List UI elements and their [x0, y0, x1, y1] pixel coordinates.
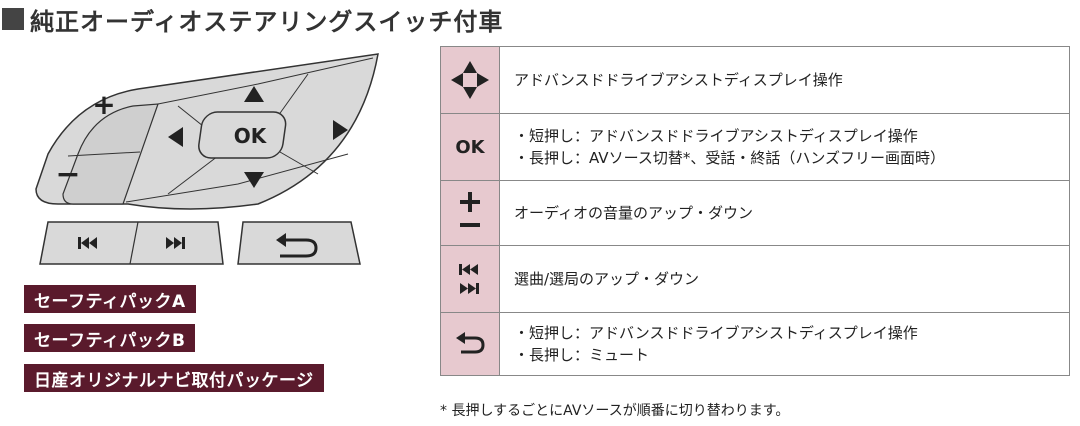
- badge-safety-pack-a: セーフティパックA: [24, 285, 196, 313]
- row-description: ・短押し：アドバンスドドライブアシストディスプレイ操作 ・長押し：AVソース切替…: [500, 114, 1069, 180]
- function-table: アドバンスドドライブアシストディスプレイ操作 OK ・短押し：アドバンスドドライ…: [440, 46, 1070, 376]
- prev-track-icon: [78, 237, 97, 249]
- row-description: 選曲/選局のアップ・ダウン: [500, 246, 1069, 312]
- up-arrow-icon: [244, 86, 264, 102]
- left-arrow-icon: [168, 127, 183, 147]
- ok-icon: OK: [441, 114, 500, 180]
- title-text: 純正オーディオステアリングスイッチ付車: [30, 7, 504, 36]
- ok-button-shape: [198, 111, 287, 159]
- description-line: ・短押し：アドバンスドドライブアシストディスプレイ操作: [514, 324, 918, 342]
- ok-button-label: OK: [234, 124, 268, 148]
- table-row: オーディオの音量のアップ・ダウン: [441, 181, 1069, 246]
- description-line: ・長押し：AVソース切替*、受話・終話（ハンズフリー画面時）: [514, 149, 946, 167]
- title-marker: [2, 8, 24, 30]
- down-arrow-icon: [244, 172, 264, 188]
- ok-icon-label: OK: [455, 136, 485, 158]
- dpad-arrows-icon: [441, 47, 500, 113]
- description-line: オーディオの音量のアップ・ダウン: [514, 204, 753, 222]
- table-row: ・短押し：アドバンスドドライブアシストディスプレイ操作 ・長押し：ミュート: [441, 313, 1069, 375]
- row-description: ・短押し：アドバンスドドライブアシストディスプレイ操作 ・長押し：ミュート: [500, 313, 1069, 375]
- return-arrow-icon: [441, 313, 500, 375]
- return-button: [237, 221, 361, 265]
- description-line: アドバンスドドライブアシストディスプレイ操作: [514, 71, 843, 89]
- minus-label: −: [55, 157, 80, 192]
- footnote: * 長押しするごとにAVソースが順番に切り替わります。: [440, 403, 790, 419]
- steering-switch-svg: OK + −: [35, 53, 379, 265]
- right-arrow-icon: [333, 120, 348, 140]
- table-row: 選曲/選局のアップ・ダウン: [441, 246, 1069, 313]
- plus-label: +: [92, 88, 115, 121]
- row-description: アドバンスドドライブアシストディスプレイ操作: [500, 47, 1069, 113]
- skip-track-icon: [441, 246, 500, 312]
- description-line: ・短押し：アドバンスドドライブアシストディスプレイ操作: [514, 127, 918, 145]
- description-line: 選曲/選局のアップ・ダウン: [514, 270, 700, 288]
- return-icon: [280, 238, 318, 258]
- table-row: アドバンスドドライブアシストディスプレイ操作: [441, 47, 1069, 114]
- next-track-icon: [166, 237, 185, 249]
- table-row: OK ・短押し：アドバンスドドライブアシストディスプレイ操作 ・長押し：AVソー…: [441, 114, 1069, 181]
- badge-nissan-navi-package: 日産オリジナルナビ取付パッケージ: [24, 364, 324, 392]
- steering-switch-illustration: OK + −: [18, 44, 398, 274]
- track-buttons: [39, 221, 224, 265]
- page-title: 純正オーディオステアリングスイッチ付車: [0, 0, 503, 38]
- plus-minus-icon: [441, 181, 500, 245]
- description-line: ・長押し：ミュート: [514, 346, 650, 364]
- row-description: オーディオの音量のアップ・ダウン: [500, 181, 1069, 245]
- badge-safety-pack-b: セーフティパックB: [24, 324, 196, 352]
